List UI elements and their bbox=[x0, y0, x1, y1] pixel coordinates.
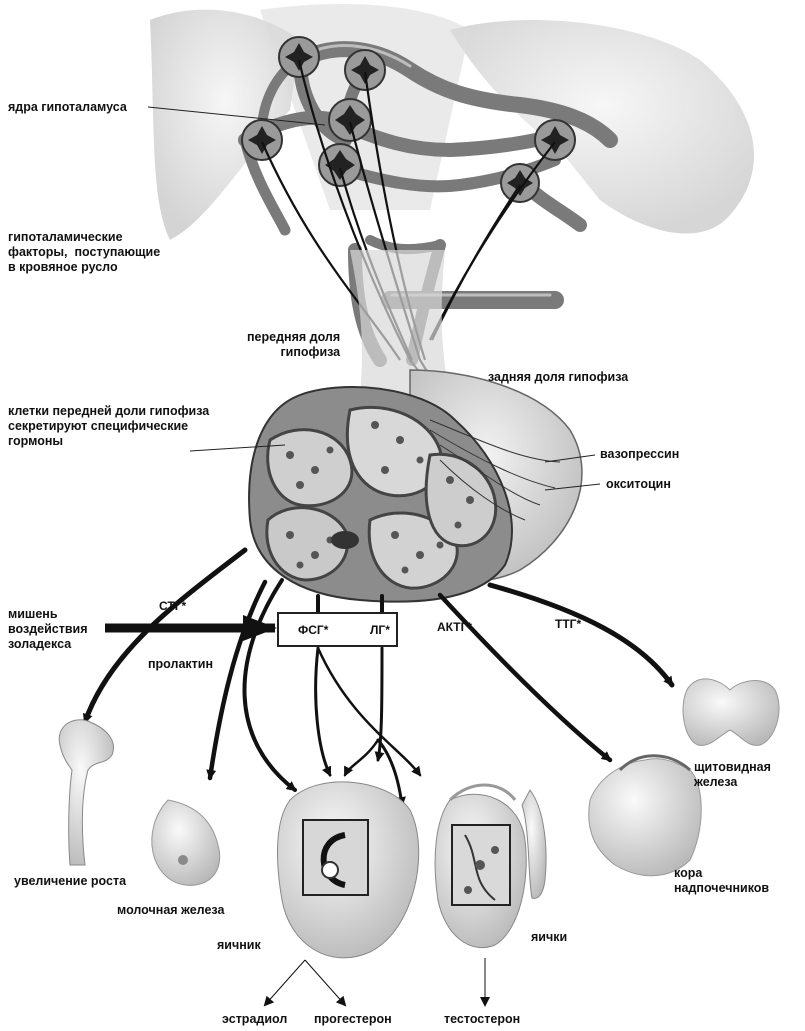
testis-organ bbox=[435, 785, 546, 948]
stg-arrow bbox=[85, 550, 245, 722]
hypothalamic-factors-label: гипоталамические факторы, поступающие в … bbox=[8, 230, 160, 275]
ovary-label: яичник bbox=[217, 938, 261, 953]
hypothalamus-nuclei-label: ядра гипоталамуса bbox=[8, 100, 127, 115]
neuron-nucleus bbox=[279, 37, 319, 77]
neuron-nucleus bbox=[242, 120, 282, 160]
neuron-nucleus bbox=[535, 120, 575, 160]
vasopressin-label: вазопрессин bbox=[600, 447, 679, 462]
prolactin-label: пролактин bbox=[148, 657, 213, 672]
posterior-lobe-label: задняя доля гипофиза bbox=[488, 370, 628, 385]
secretion-lines bbox=[265, 958, 485, 1005]
progesterone-label: прогестерон bbox=[314, 1012, 392, 1027]
estradiol-label: эстрадиол bbox=[222, 1012, 287, 1027]
testes-label: яички bbox=[531, 930, 567, 945]
ovary-organ bbox=[277, 782, 418, 958]
fsg-arrow-2 bbox=[318, 648, 420, 775]
adrenal-label: кора надпочечников bbox=[674, 866, 769, 896]
zoladex-target-label: мишень воздействия золадекса bbox=[8, 607, 88, 652]
ttg-label: ТТГ* bbox=[555, 617, 581, 631]
oxytocin-label: окситоцин bbox=[606, 477, 671, 492]
ttg-arrow bbox=[490, 585, 672, 685]
thyroid-gland bbox=[683, 679, 779, 746]
mammary-gland bbox=[152, 800, 220, 885]
anterior-lobe-label: передняя доля гипофиза bbox=[247, 330, 340, 360]
mammary-label: молочная железа bbox=[117, 903, 224, 918]
adrenal-cortex bbox=[589, 756, 702, 876]
thyroid-label: щитовидная железа bbox=[694, 760, 771, 790]
lg-label: ЛГ* bbox=[370, 623, 390, 637]
actg-label: АКТГ* bbox=[437, 620, 472, 634]
fsg-label: ФСГ* bbox=[298, 623, 328, 637]
growth-label: увеличение роста bbox=[14, 874, 126, 889]
brain-tissue bbox=[150, 4, 754, 240]
anterior-cells-label: клетки передней доли гипофиза секретирую… bbox=[8, 404, 209, 449]
testosterone-label: тестостерон bbox=[444, 1012, 520, 1027]
lg-arrow-2 bbox=[345, 740, 378, 775]
stg-label: СТГ* bbox=[159, 599, 186, 613]
femur-bone bbox=[59, 720, 113, 865]
neuron-nucleus bbox=[329, 99, 371, 141]
neuron-nucleus bbox=[345, 50, 385, 90]
